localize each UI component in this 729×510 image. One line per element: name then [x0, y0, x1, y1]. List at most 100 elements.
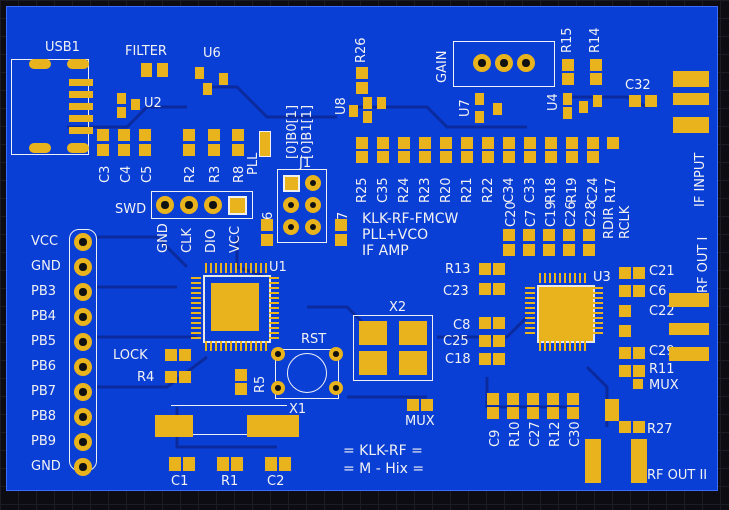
c7-label: C7 — [524, 209, 539, 227]
gpio-pin-gnd[interactable] — [74, 258, 92, 276]
pin-label-gnd2: GND — [31, 459, 61, 474]
c3-pad — [97, 144, 109, 156]
u3-pll-chip — [537, 285, 595, 343]
r13-label: R13 — [445, 262, 471, 277]
c21-label: C21 — [649, 264, 675, 279]
r1-pad — [217, 457, 229, 471]
c2-pad — [265, 457, 277, 471]
b0-label: [0]B0[1] — [285, 104, 300, 159]
u3-pins-top — [539, 273, 589, 283]
swd-clk-label: CLK — [180, 228, 195, 253]
pin-label-pb8: PB8 — [31, 409, 57, 424]
rst-button[interactable] — [287, 353, 327, 393]
j1-pin[interactable] — [283, 175, 300, 192]
c33-pad — [524, 151, 536, 163]
u1-thermal-pad — [211, 283, 259, 331]
gpio-pin-pb8[interactable] — [74, 408, 92, 426]
r7-pad — [335, 234, 347, 246]
swd-vcc-pin[interactable] — [228, 196, 247, 215]
c23-label: C23 — [443, 284, 469, 299]
c8-label: C8 — [453, 318, 471, 333]
u8-pad — [377, 97, 386, 109]
pcb-board[interactable]: USB1 FILTER U6 U2 C3 C4 C5 R2 R3 R8 SWD … — [6, 6, 718, 491]
r12-label: R12 — [548, 421, 563, 447]
swd-gnd-pin[interactable] — [156, 196, 174, 214]
j1-pin[interactable] — [305, 197, 321, 213]
gain-pot-pin[interactable] — [517, 54, 535, 72]
r27-pad — [633, 421, 645, 433]
gain-label: GAIN — [435, 50, 450, 83]
c3-label: C3 — [98, 165, 113, 183]
gpio-pin-pb6[interactable] — [74, 358, 92, 376]
r5-label: R5 — [253, 375, 268, 393]
u3-pins-bottom — [539, 341, 589, 351]
u3-label: U3 — [593, 270, 611, 285]
r14-pad — [590, 59, 602, 71]
x1-pad — [155, 415, 193, 437]
u4-pad — [563, 107, 572, 119]
gpio-pin-pb7[interactable] — [74, 383, 92, 401]
c21-pad — [633, 267, 645, 279]
pin-label-pb5: PB5 — [31, 334, 57, 349]
r7-pad — [335, 219, 347, 231]
r25-pad — [356, 151, 368, 163]
r2-pad — [183, 129, 195, 141]
gpio-pin-gnd2[interactable] — [74, 458, 92, 476]
u8-pad — [363, 97, 372, 109]
r27-pad — [605, 399, 619, 421]
u8-pad — [363, 111, 372, 123]
c4-label: C4 — [119, 165, 134, 183]
gain-pot-pin[interactable] — [495, 54, 513, 72]
c29-pad — [619, 347, 631, 359]
gain-pot-pin[interactable] — [473, 54, 491, 72]
gpio-pin-pb4[interactable] — [74, 308, 92, 326]
gpio-pin-pb5[interactable] — [74, 333, 92, 351]
c20-label: C20 — [504, 201, 519, 227]
j1-outline — [277, 169, 327, 243]
c2-label: C2 — [267, 474, 285, 489]
rf-out-2-pad — [585, 439, 601, 483]
u8-pad — [349, 105, 358, 117]
rst-button-outline — [275, 349, 339, 399]
x2-pad — [399, 321, 427, 345]
u4-label: U4 — [546, 93, 561, 111]
pin-label-gnd: GND — [31, 259, 61, 274]
if-input-label: IF INPUT — [693, 152, 708, 207]
u2-pad — [117, 107, 126, 118]
usb-shield-pad — [29, 143, 51, 153]
u6-pad — [195, 67, 204, 79]
u3-pins-left — [525, 287, 535, 337]
credit-line-2: = M - Hix = — [343, 461, 425, 477]
r19-pad — [566, 137, 578, 149]
r18-pad — [545, 137, 557, 149]
c2-pad — [279, 457, 291, 471]
swd-dio-pin[interactable] — [204, 196, 222, 214]
r1-pad — [231, 457, 243, 471]
c19-label: C19 — [544, 201, 559, 227]
filter-label: FILTER — [125, 44, 167, 59]
j1-pin[interactable] — [283, 219, 299, 235]
r11-label: R11 — [649, 362, 675, 377]
x2-pad — [399, 351, 427, 375]
pll-jumper-pad — [259, 131, 271, 157]
gpio-pin-pb3[interactable] — [74, 283, 92, 301]
c26-label: C26 — [564, 201, 579, 227]
r13-pad — [479, 263, 491, 275]
lock-led-pad — [179, 349, 191, 361]
c7-pad — [523, 244, 535, 256]
gpio-pin-pb9[interactable] — [74, 433, 92, 451]
gpio-pin-vcc[interactable] — [74, 233, 92, 251]
r23-pad — [419, 137, 431, 149]
rst-pin — [271, 381, 285, 395]
swd-clk-pin[interactable] — [180, 196, 198, 214]
c19-pad — [543, 244, 555, 256]
c22-pad — [619, 325, 631, 337]
u4-pad — [563, 93, 572, 105]
j1-pin[interactable] — [283, 197, 299, 213]
x1-pad — [247, 415, 299, 437]
j1-pin[interactable] — [305, 175, 321, 191]
c23-pad — [493, 283, 505, 295]
j1-pin[interactable] — [305, 219, 321, 235]
c30-pad — [567, 393, 579, 405]
mux-label-bottom: MUX — [405, 414, 435, 429]
